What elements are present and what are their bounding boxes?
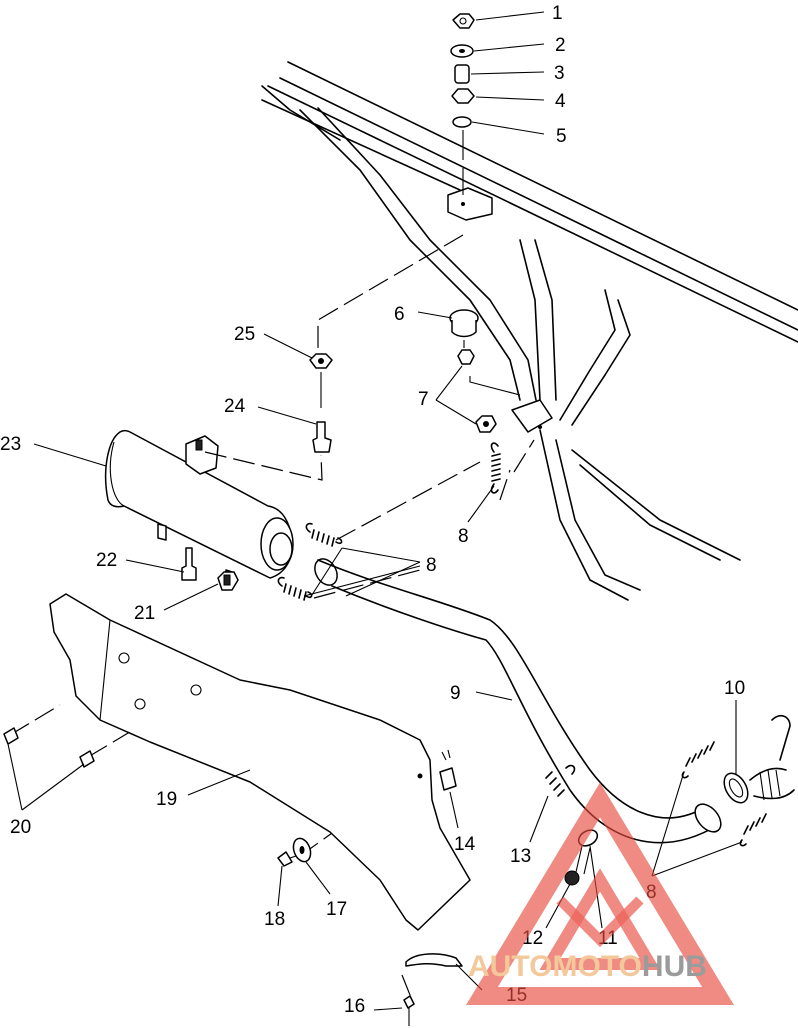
bolt-part-24 — [312, 421, 332, 453]
callout-17: 17 — [326, 899, 347, 920]
callout-21: 21 — [134, 603, 155, 624]
clip-part-14 — [439, 767, 457, 791]
callout-10: 10 — [724, 678, 745, 699]
spring-part-13 — [545, 764, 576, 797]
callout-13: 13 — [510, 846, 531, 867]
spring-part-8-pipe-1 — [681, 741, 715, 779]
callout-5: 5 — [556, 126, 567, 147]
screw-part-18 — [277, 851, 297, 867]
screws-part-20 — [3, 727, 95, 768]
callout-6: 6 — [394, 304, 405, 325]
screw-part-16 — [403, 995, 415, 1026]
callout-3: 3 — [554, 63, 565, 84]
callout-4: 4 — [555, 91, 566, 112]
nut-part-12 — [564, 870, 580, 886]
frame — [261, 61, 798, 601]
callout-19: 19 — [156, 789, 177, 810]
nut-part-4 — [451, 88, 475, 104]
callout-20: 20 — [10, 817, 31, 838]
bolt-part-22 — [181, 547, 197, 581]
heat-shield-part-19 — [49, 593, 471, 931]
gasket-part-10 — [723, 714, 795, 804]
callout-9: 9 — [450, 683, 461, 704]
spring-part-8-muffler-2 — [277, 576, 313, 601]
top-hardware — [450, 13, 475, 195]
callout-8-upper: 8 — [458, 526, 469, 547]
callout-2: 2 — [555, 35, 566, 56]
spring-part-8-pipe-2 — [739, 813, 767, 847]
left-hardware — [181, 353, 333, 591]
watermark-logo-icon — [466, 782, 734, 1005]
callout-7: 7 — [418, 389, 429, 410]
callout-22: 22 — [96, 550, 117, 571]
clip-part-15 — [405, 953, 463, 967]
nut-part-7a — [457, 349, 475, 365]
spacer-part-3 — [454, 64, 470, 84]
callout-18: 18 — [264, 909, 285, 930]
leader-lines — [7, 11, 743, 1011]
callout-23: 23 — [0, 434, 21, 455]
watermark-text: AUTOMOTOHUB — [468, 950, 707, 983]
callout-1: 1 — [552, 3, 563, 24]
muffler-part-23 — [104, 429, 294, 587]
washer-part-5 — [452, 116, 472, 128]
spring-part-8-muffler-1 — [305, 522, 343, 547]
callout-24: 24 — [224, 396, 246, 417]
callout-16: 16 — [344, 996, 365, 1017]
mount-hardware — [449, 309, 521, 494]
spring-part-8-upper — [490, 442, 501, 494]
watermark: AUTOMOTOHUB — [466, 782, 734, 1005]
nut-part-1 — [452, 13, 475, 29]
callout-14: 14 — [454, 834, 476, 855]
washer-part-17 — [292, 837, 312, 863]
callout-8-muffler: 8 — [426, 555, 437, 576]
callout-25: 25 — [234, 324, 255, 345]
